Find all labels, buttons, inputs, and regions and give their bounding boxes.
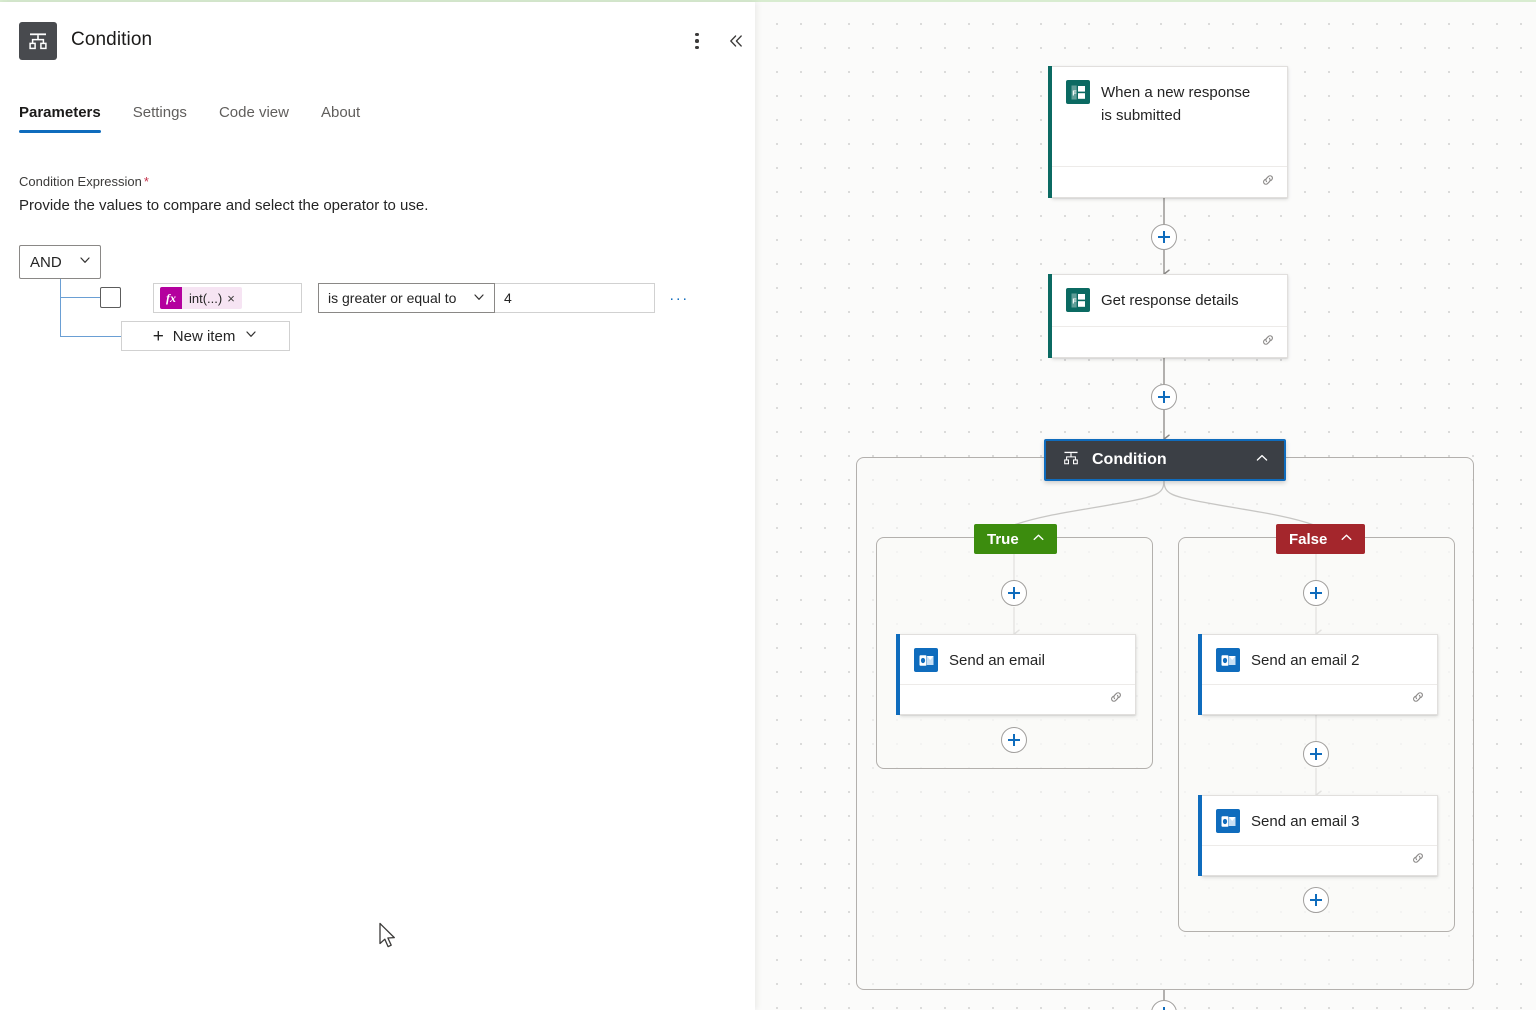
more-options-button[interactable]	[682, 26, 712, 56]
chevron-up-icon[interactable]	[1339, 530, 1354, 549]
chevron-up-icon[interactable]	[1031, 530, 1046, 549]
flow-node-send-email-3[interactable]: Send an email 3	[1198, 795, 1438, 876]
outlook-icon	[1216, 648, 1240, 672]
node-footer	[1052, 326, 1287, 357]
tree-connector-row	[60, 297, 105, 298]
left-value-input[interactable]: fx int(...) ×	[153, 283, 302, 313]
right-value-input[interactable]: 4	[495, 283, 655, 313]
branch-label-false: False	[1289, 530, 1328, 548]
panel-title: Condition	[71, 29, 153, 50]
row-checkbox[interactable]	[100, 287, 121, 308]
logic-operator-value: AND	[30, 253, 62, 271]
tab-settings[interactable]: Settings	[132, 104, 187, 121]
tab-code-view[interactable]: Code view	[218, 104, 289, 121]
svg-text:F: F	[1072, 90, 1077, 97]
tab-parameters[interactable]: Parameters	[19, 98, 115, 133]
top-accent-line	[0, 0, 1536, 2]
row-overflow-menu-button[interactable]: ···	[669, 289, 689, 307]
tab-about[interactable]: About	[320, 104, 361, 121]
node-body: F Get response details	[1052, 275, 1287, 326]
required-marker: *	[143, 174, 149, 189]
node-accent-bar	[1048, 274, 1052, 358]
add-action-button-false-top[interactable]	[1303, 580, 1329, 606]
fx-icon: fx	[160, 287, 182, 309]
node-title: Get response details	[1101, 292, 1239, 309]
forms-icon: F	[1066, 80, 1090, 104]
logic-operator-select[interactable]: AND	[19, 245, 101, 279]
double-chevron-left-icon	[730, 35, 742, 47]
node-body: Send an email 2	[1202, 635, 1437, 684]
add-action-button-1[interactable]	[1151, 224, 1177, 250]
flow-node-condition[interactable]: Condition	[1044, 439, 1286, 481]
condition-node-icon	[1062, 449, 1080, 472]
node-accent-bar	[1048, 66, 1052, 198]
plus-icon: +	[152, 325, 164, 347]
flow-node-get-response[interactable]: F Get response details	[1048, 274, 1288, 358]
chevron-up-icon[interactable]	[1254, 450, 1270, 471]
add-action-button-false-middle[interactable]	[1303, 741, 1329, 767]
node-footer	[1202, 684, 1437, 714]
token-remove-icon[interactable]: ×	[227, 290, 235, 306]
chevron-down-icon	[244, 327, 258, 345]
field-label-text: Condition Expression	[19, 174, 142, 189]
link-icon[interactable]	[1410, 689, 1426, 710]
new-item-button[interactable]: + New item	[121, 321, 290, 351]
outlook-icon	[914, 648, 938, 672]
add-action-button-2[interactable]	[1151, 384, 1177, 410]
node-body: Send an email	[900, 635, 1135, 684]
condition-expression-label: Condition Expression*	[19, 174, 149, 189]
chevron-down-icon	[472, 290, 486, 307]
collapse-panel-button[interactable]	[721, 26, 751, 56]
new-item-label: New item	[172, 327, 236, 345]
operator-value: is greater or equal to	[328, 290, 457, 306]
condition-row: fx int(...) × is greater or equal to 4 ·…	[153, 283, 690, 313]
operator-select[interactable]: is greater or equal to	[318, 283, 495, 313]
expression-token[interactable]: fx int(...) ×	[160, 287, 242, 309]
condition-icon	[19, 22, 57, 60]
kebab-menu-icon	[695, 32, 699, 50]
node-title: Send an email	[949, 652, 1045, 669]
node-body: F When a new response is submitted	[1052, 67, 1287, 166]
flow-canvas[interactable]: F When a new response is submitted	[755, 2, 1536, 1010]
condition-node-label: Condition	[1092, 451, 1167, 468]
tree-connector-vertical	[60, 279, 61, 337]
flow-node-send-email-2[interactable]: Send an email 2	[1198, 634, 1438, 715]
add-action-button-true-bottom[interactable]	[1001, 727, 1027, 753]
link-icon[interactable]	[1260, 332, 1276, 353]
node-title: Send an email 3	[1251, 813, 1360, 830]
flow-node-send-email-1[interactable]: Send an email	[896, 634, 1136, 715]
token-text: int(...)	[189, 290, 223, 306]
node-accent-bar	[1198, 795, 1202, 876]
add-action-button-false-bottom[interactable]	[1303, 887, 1329, 913]
link-icon[interactable]	[1410, 850, 1426, 871]
forms-icon: F	[1066, 288, 1090, 312]
link-icon[interactable]	[1260, 172, 1276, 193]
node-accent-bar	[896, 634, 900, 715]
node-title: Send an email 2	[1251, 652, 1360, 669]
node-accent-bar	[1198, 634, 1202, 715]
node-footer	[1052, 166, 1287, 197]
panel-header: Condition	[0, 2, 755, 80]
outlook-icon	[1216, 809, 1240, 833]
node-title: When a new response is submitted	[1101, 84, 1251, 125]
node-footer	[900, 684, 1135, 714]
branch-label-true: True	[987, 530, 1019, 548]
chevron-down-icon	[78, 253, 92, 271]
link-icon[interactable]	[1108, 689, 1124, 710]
action-details-panel: Condition Parameters Settings Code view …	[0, 2, 755, 1010]
condition-expression-description: Provide the values to compare and select…	[19, 197, 429, 214]
node-body: Send an email 3	[1202, 796, 1437, 845]
svg-text:F: F	[1072, 298, 1077, 305]
branch-pill-false[interactable]: False	[1276, 524, 1366, 554]
flow-node-trigger[interactable]: F When a new response is submitted	[1048, 66, 1288, 198]
add-action-button-true-top[interactable]	[1001, 580, 1027, 606]
tree-connector-newitem	[60, 336, 122, 337]
panel-tabs: Parameters Settings Code view About	[19, 98, 392, 133]
branch-pill-true[interactable]: True	[974, 524, 1057, 554]
node-footer	[1202, 845, 1437, 875]
